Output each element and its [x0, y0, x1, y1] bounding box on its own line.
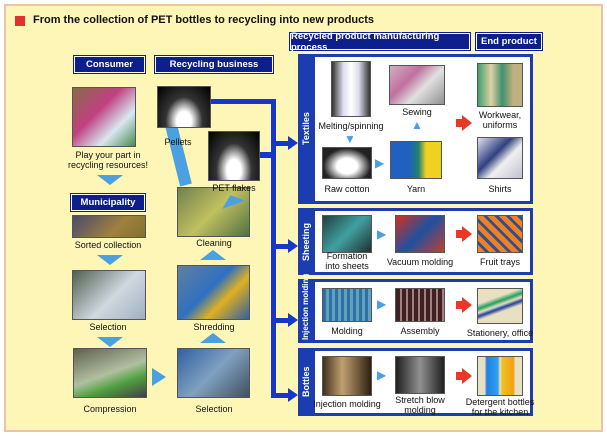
consumer-caption-1: Play your part in: [75, 150, 141, 160]
panel-sheeting: Sheeting Formation into sheets ▶ Vacuum …: [298, 208, 533, 275]
diagram-title: From the collection of PET bottles to re…: [33, 14, 375, 26]
pet-flakes-photo: [208, 131, 260, 181]
molding-photo: [322, 288, 372, 322]
cleaning-photo: [177, 187, 250, 237]
arrow-right-icon: [288, 239, 298, 253]
item-caption: Fruit trays: [479, 257, 521, 267]
item-caption: Workwear,: [478, 110, 522, 120]
item-caption: uniforms: [482, 120, 518, 130]
arrow-red-icon: [462, 368, 472, 384]
arrow-red-icon: [462, 226, 472, 242]
assembly-photo: [395, 288, 445, 322]
melting-photo: [331, 61, 371, 117]
item-caption: Raw cotton: [324, 184, 370, 194]
arrow-right-icon: ▶: [375, 156, 385, 170]
arrow-right-icon: [152, 368, 166, 386]
header-recycling-business: Recycling business: [155, 56, 273, 73]
arrow-right-icon: ▶: [377, 368, 387, 382]
item-caption: into sheets: [325, 261, 369, 271]
arrow-red-icon: [456, 372, 462, 380]
arrow-red-icon: [456, 230, 462, 238]
item-caption: Stretch blow: [395, 395, 445, 405]
arrow-right-icon: [288, 388, 298, 402]
flow-line: [274, 318, 288, 323]
stretch-blow-photo: [395, 356, 445, 394]
step-caption: Cleaning: [196, 238, 232, 248]
item-caption: for the kitchen: [471, 407, 529, 417]
panel-label: Injection molding: [301, 274, 315, 340]
step-caption: Selection: [195, 404, 233, 414]
arrow-red-icon: [462, 115, 472, 131]
step-caption: Sorted collection: [74, 240, 142, 250]
raw-cotton-photo: [322, 147, 372, 179]
workwear-photo: [477, 63, 523, 107]
arrow-red-icon: [462, 297, 472, 313]
arrow-up-icon: [200, 250, 226, 260]
arrow-right-icon: [288, 313, 298, 327]
item-caption: Shirts: [488, 184, 512, 194]
item-caption: Assembly: [400, 326, 440, 336]
flow-line: [271, 99, 276, 398]
step-caption: Selection: [89, 322, 127, 332]
panel-bottles: Bottles Injection molding ▶ Stretch blow…: [298, 348, 535, 417]
item-caption: Melting/spinning: [318, 121, 384, 131]
item-caption: Sewing: [402, 107, 432, 117]
yarn-photo: [390, 141, 442, 179]
panel-injection-molding: Injection molding Molding ▶ Assembly Sta…: [298, 274, 534, 343]
arrow-down-icon: [97, 337, 123, 347]
flow-line: [211, 99, 275, 104]
item-caption: Molding: [331, 326, 363, 336]
flow-line: [260, 152, 274, 158]
vacuum-molding-photo: [395, 215, 445, 253]
arrow-up-icon: [200, 333, 226, 343]
shredding-photo: [177, 265, 250, 320]
consumer-photo: [72, 87, 136, 147]
detergent-bottles-photo: [477, 356, 523, 396]
shirts-photo: [477, 137, 523, 179]
consumer-caption-2: recycling resources!: [67, 160, 149, 170]
arrow-right-icon: [288, 136, 298, 150]
header-manufacturing: Recycled product manufacturing process: [290, 31, 470, 53]
step-caption: Shredding: [193, 322, 235, 332]
selection-machine-photo: [177, 348, 250, 398]
item-caption: Detergent bottles: [465, 397, 535, 407]
flow-line: [274, 393, 288, 398]
sorted-collection-photo: [72, 215, 146, 238]
arrow-red-icon: [456, 301, 462, 309]
header-consumer: Consumer: [74, 56, 145, 73]
item-caption: Stationery, office: [466, 328, 534, 338]
step-caption: Compression: [83, 404, 137, 414]
header-end-product: End product: [476, 33, 542, 50]
panel-label: Textiles: [301, 57, 315, 201]
flow-line: [274, 141, 288, 146]
arrow-up-icon: ▲: [411, 118, 423, 132]
item-caption: Injection molding: [313, 399, 381, 409]
arrow-right-icon: ▶: [377, 297, 387, 311]
item-caption: Yarn: [406, 184, 426, 194]
arrow-right-icon: ▶: [377, 227, 387, 241]
arrow-red-icon: [456, 119, 462, 127]
pellets-photo: [157, 86, 211, 128]
fruit-trays-photo: [477, 215, 523, 253]
step-caption: PET flakes: [212, 183, 256, 193]
step-caption: Pellets: [164, 137, 192, 147]
panel-textiles: Textiles Melting/spinning Sewing ▲ Workw…: [298, 54, 533, 204]
arrow-down-icon: ▼: [344, 132, 356, 146]
compression-photo: [73, 348, 147, 398]
item-caption: Vacuum molding: [386, 257, 454, 267]
arrow-down-icon: [97, 255, 123, 265]
item-caption: molding: [404, 405, 436, 415]
panel-label: Sheeting: [301, 211, 315, 272]
flow-line: [274, 244, 288, 249]
sheets-photo: [322, 215, 372, 253]
sewing-photo: [389, 65, 445, 105]
injection-molding-photo: [322, 356, 372, 396]
selection-photo: [72, 270, 146, 320]
item-caption: Formation: [326, 251, 368, 261]
arrow-down-icon: [97, 175, 123, 185]
title-marker: [15, 16, 25, 26]
header-municipality: Municipality: [71, 194, 145, 211]
stationery-photo: [477, 288, 523, 324]
